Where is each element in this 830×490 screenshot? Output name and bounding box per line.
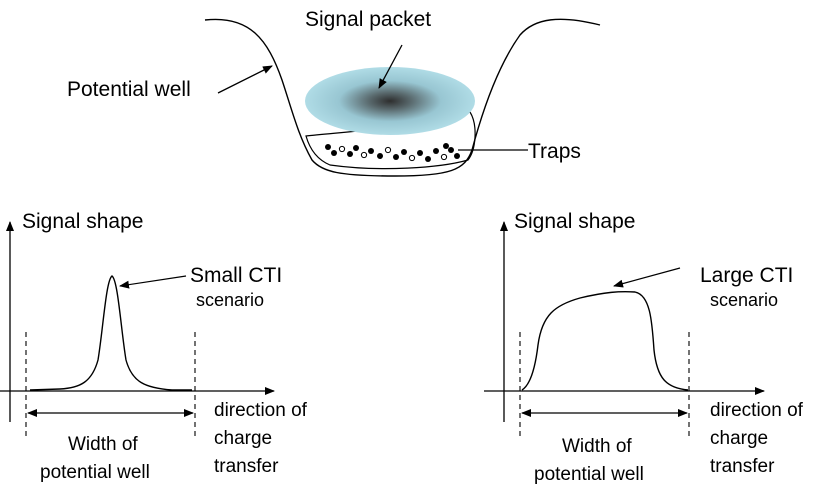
right-direction-line3: transfer [710, 456, 775, 477]
signal-packet-pointer [378, 44, 403, 89]
potential-well-group: Signal packet Potential well Traps [67, 8, 601, 177]
right-width-line2: potential well [534, 464, 644, 485]
right-scenario-line1: Large CTI [700, 264, 793, 287]
right-panel: Signal shape Large CTI scenario Width of… [484, 210, 804, 485]
right-cti-pointer [613, 267, 681, 288]
trap-dots [325, 143, 460, 162]
right-width-line1: Width of [562, 436, 632, 457]
potential-well-label: Potential well [67, 78, 191, 101]
left-axis-title: Signal shape [22, 210, 143, 233]
right-axis-title: Signal shape [514, 210, 635, 233]
left-cti-pointer [119, 275, 187, 289]
right-scenario-line2: scenario [710, 290, 778, 310]
right-signal-curve [521, 290, 689, 391]
traps-label: Traps [528, 140, 581, 163]
left-width-line1: Width of [68, 434, 138, 455]
potential-well-pointer [217, 65, 273, 94]
left-scenario-line2: scenario [196, 290, 264, 310]
left-direction-line3: transfer [214, 456, 279, 477]
left-scenario-line1: Small CTI [190, 264, 282, 287]
left-width-line2: potential well [40, 462, 150, 483]
left-direction-line1: direction of [214, 400, 308, 421]
left-direction-line2: charge [214, 428, 272, 449]
left-panel: Signal shape Small CTI scenario Width of… [0, 210, 308, 483]
left-signal-curve [29, 275, 192, 391]
potential-well-curve [204, 18, 601, 177]
signal-packet [305, 67, 475, 135]
right-direction-line1: direction of [710, 400, 804, 421]
signal-packet-label: Signal packet [305, 8, 431, 31]
right-direction-line2: charge [710, 428, 768, 449]
